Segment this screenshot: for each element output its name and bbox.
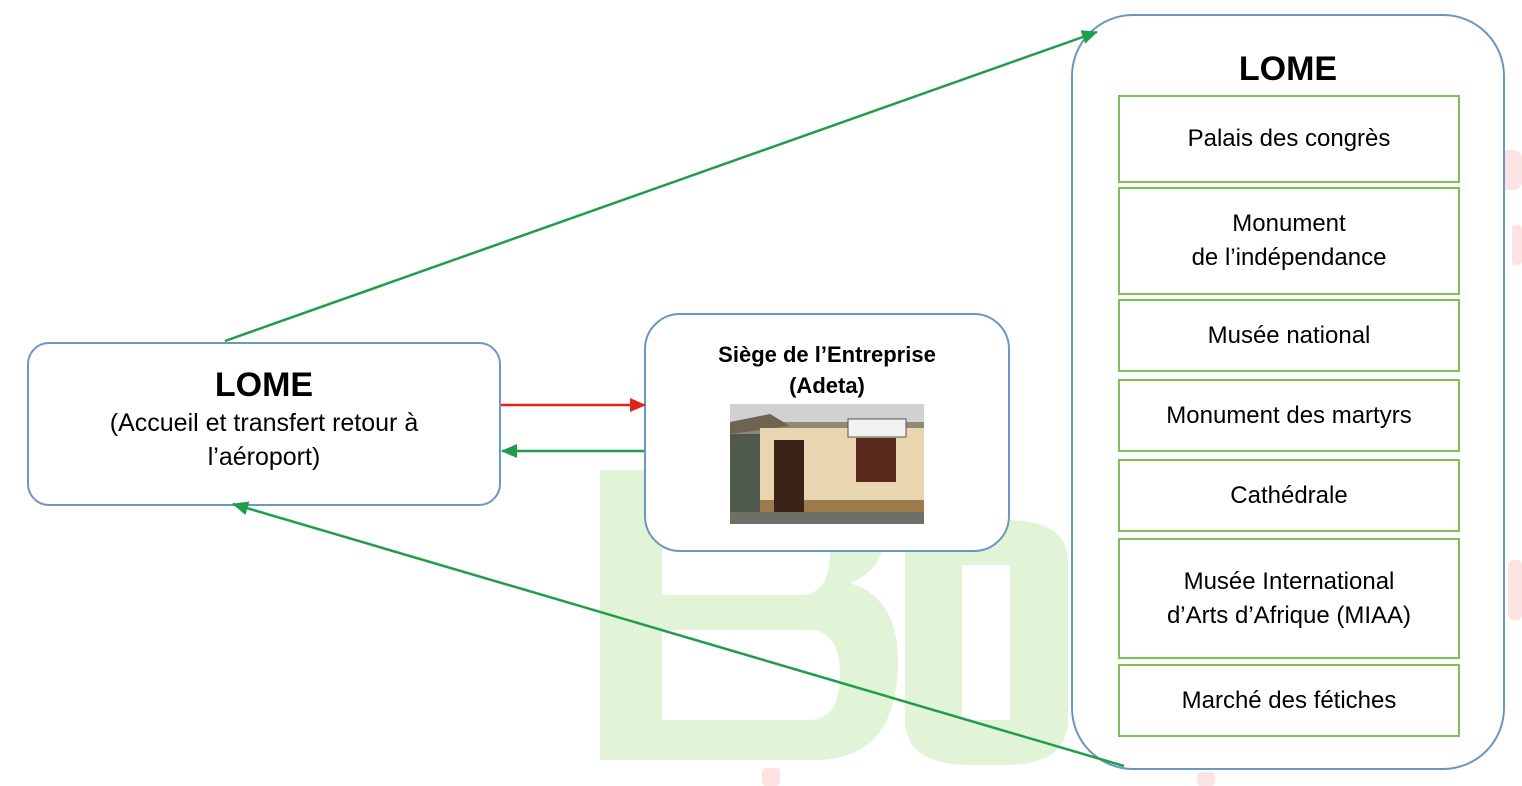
- headquarters-node: Siège de l’Entreprise (Adeta): [644, 313, 1010, 552]
- site-marche-fetiches: Marché des fétiches: [1118, 664, 1460, 737]
- lome-sites-node: LOME Palais des congrès Monument de l’in…: [1071, 14, 1505, 770]
- lome-arrival-node: LOME (Accueil et transfert retour à l’aé…: [27, 342, 501, 506]
- lome-sites-title: LOME: [1238, 50, 1338, 88]
- site-monument-independance: Monument de l’indépendance: [1118, 187, 1460, 295]
- site-musee-national: Musée national: [1118, 299, 1460, 372]
- headquarters-title: Siège de l’Entreprise (Adeta): [718, 342, 936, 398]
- site-cathedrale: Cathédrale: [1118, 459, 1460, 532]
- site-palais-des-congres: Palais des congrès: [1118, 95, 1460, 183]
- lome-arrival-title: LOME: [214, 366, 314, 404]
- lome-arrival-subtitle: (Accueil et transfert retour à l’aéropor…: [109, 409, 419, 471]
- site-monument-martyrs: Monument des martyrs: [1118, 379, 1460, 452]
- building-photo: [730, 404, 924, 524]
- site-miaa: Musée International d’Arts d’Afrique (MI…: [1118, 538, 1460, 659]
